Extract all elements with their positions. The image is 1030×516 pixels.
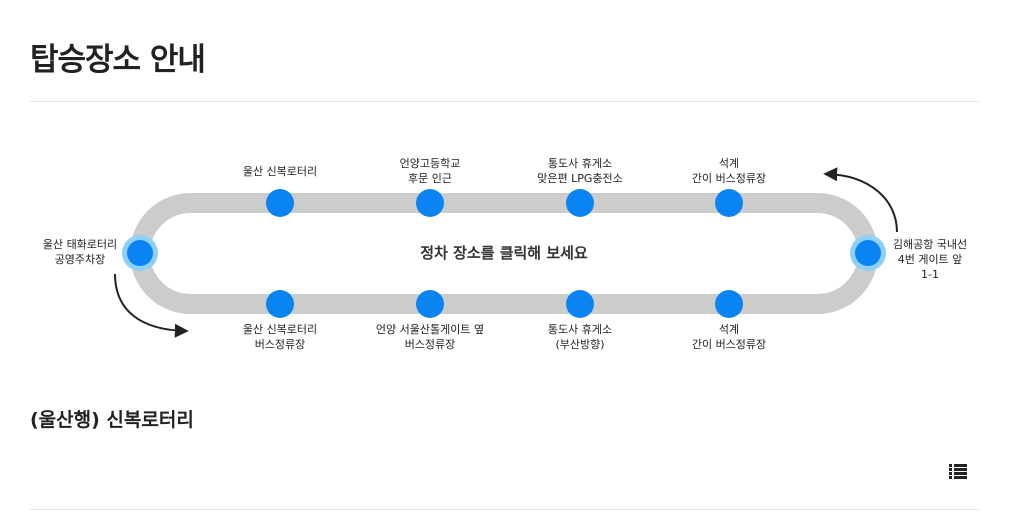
stop-marker-upper-4[interactable] (715, 189, 743, 217)
stop-label-upper-3[interactable]: 통도사 휴게소 맞은편 LPG충전소 (500, 156, 660, 186)
stop-label-line: 김해공항 국내선 (892, 238, 968, 251)
stop-marker-right-terminal[interactable] (850, 235, 886, 271)
depart-arrow (114, 273, 189, 338)
list-icon (949, 464, 967, 479)
stop-label-line: 석계 (718, 323, 740, 336)
stop-marker-lower-4[interactable] (715, 290, 743, 318)
stop-marker-upper-3[interactable] (566, 189, 594, 217)
stop-label-line: 간이 버스정류장 (691, 338, 767, 351)
route-map (114, 167, 898, 338)
stop-label-line: 통도사 휴게소 (547, 323, 613, 336)
stop-label-upper-4[interactable]: 석계 간이 버스정류장 (649, 156, 809, 186)
stop-label-line: 버스정류장 (404, 338, 456, 351)
stop-label-line: 간이 버스정류장 (691, 172, 767, 185)
stop-marker-lower-2[interactable] (416, 290, 444, 318)
stop-label-line: 울산 신복로터리 (242, 165, 318, 178)
stop-marker-upper-2[interactable] (416, 189, 444, 217)
stop-label-upper-1[interactable]: 울산 신복로터리 (200, 164, 360, 179)
stop-marker-lower-3[interactable] (566, 290, 594, 318)
stop-label-lower-3[interactable]: 통도사 휴게소 (부산방향) (500, 322, 660, 352)
stop-label-line: 맞은편 LPG충전소 (537, 172, 623, 185)
stop-label-line: (부산방향) (555, 338, 605, 351)
stop-marker-upper-1[interactable] (266, 189, 294, 217)
stop-label-line: 언양 서울산톨게이트 옆 (375, 323, 485, 336)
stop-label-line: 울산 신복로터리 (242, 323, 318, 336)
bottom-divider (30, 509, 979, 510)
stop-label-line: 4번 게이트 앞 (897, 253, 963, 266)
stop-label-line: 석계 (718, 157, 740, 170)
stop-label-line: 후문 인근 (408, 172, 452, 185)
stop-label-line: 통도사 휴게소 (547, 157, 613, 170)
stop-label-line: 울산 태화로터리 (42, 238, 118, 251)
stop-label-line: 버스정류장 (254, 338, 306, 351)
section-title: (울산행) 신복로터리 (30, 409, 194, 431)
return-arrow (823, 167, 898, 233)
stop-marker-lower-1[interactable] (266, 290, 294, 318)
stop-label-line: 공영주차장 (54, 253, 106, 266)
list-view-button[interactable] (947, 462, 969, 480)
stop-label-left-terminal[interactable]: 울산 태화로터리 공영주차장 (25, 237, 135, 267)
title-divider (30, 101, 979, 102)
stop-label-right-terminal[interactable]: 김해공항 국내선 4번 게이트 앞 1-1 (875, 237, 985, 282)
stop-label-line: 언양고등학교 (399, 157, 461, 170)
stop-label-line: 1-1 (921, 268, 939, 281)
stop-label-lower-4[interactable]: 석계 간이 버스정류장 (649, 322, 809, 352)
stop-label-lower-2[interactable]: 언양 서울산톨게이트 옆 버스정류장 (350, 322, 510, 352)
stop-label-lower-1[interactable]: 울산 신복로터리 버스정류장 (200, 322, 360, 352)
page-title: 탑승장소 안내 (30, 42, 206, 78)
map-hint: 정차 장소를 클릭해 보세요 (420, 244, 588, 262)
stop-marker-left-terminal[interactable] (122, 235, 158, 271)
stop-label-upper-2[interactable]: 언양고등학교 후문 인근 (350, 156, 510, 186)
